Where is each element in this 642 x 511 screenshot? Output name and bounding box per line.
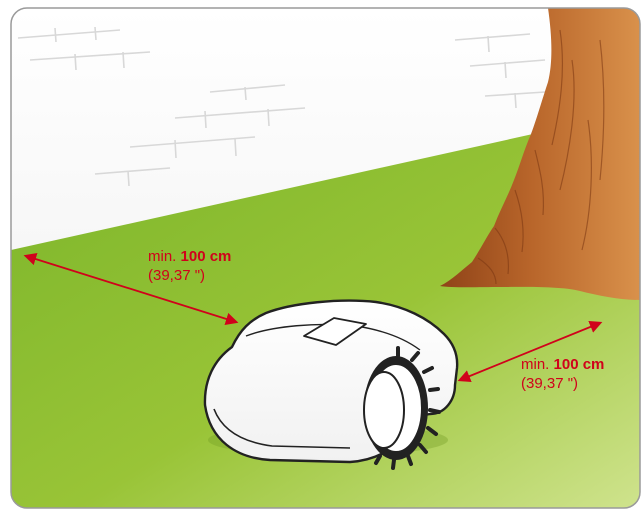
left-clearance-prefix: min. [148,248,181,265]
right-clearance-value: 100 cm [554,356,605,373]
left-clearance-inches: (39,37 ") [148,266,231,285]
right-clearance-label: min. 100 cm (39,37 ") [521,355,604,393]
left-clearance-value: 100 cm [181,248,232,265]
right-clearance-prefix: min. [521,356,554,373]
right-clearance-inches: (39,37 ") [521,374,604,393]
left-clearance-value-line: min. 100 cm [148,247,231,266]
right-clearance-value-line: min. 100 cm [521,355,604,374]
left-clearance-label: min. 100 cm (39,37 ") [148,247,231,285]
